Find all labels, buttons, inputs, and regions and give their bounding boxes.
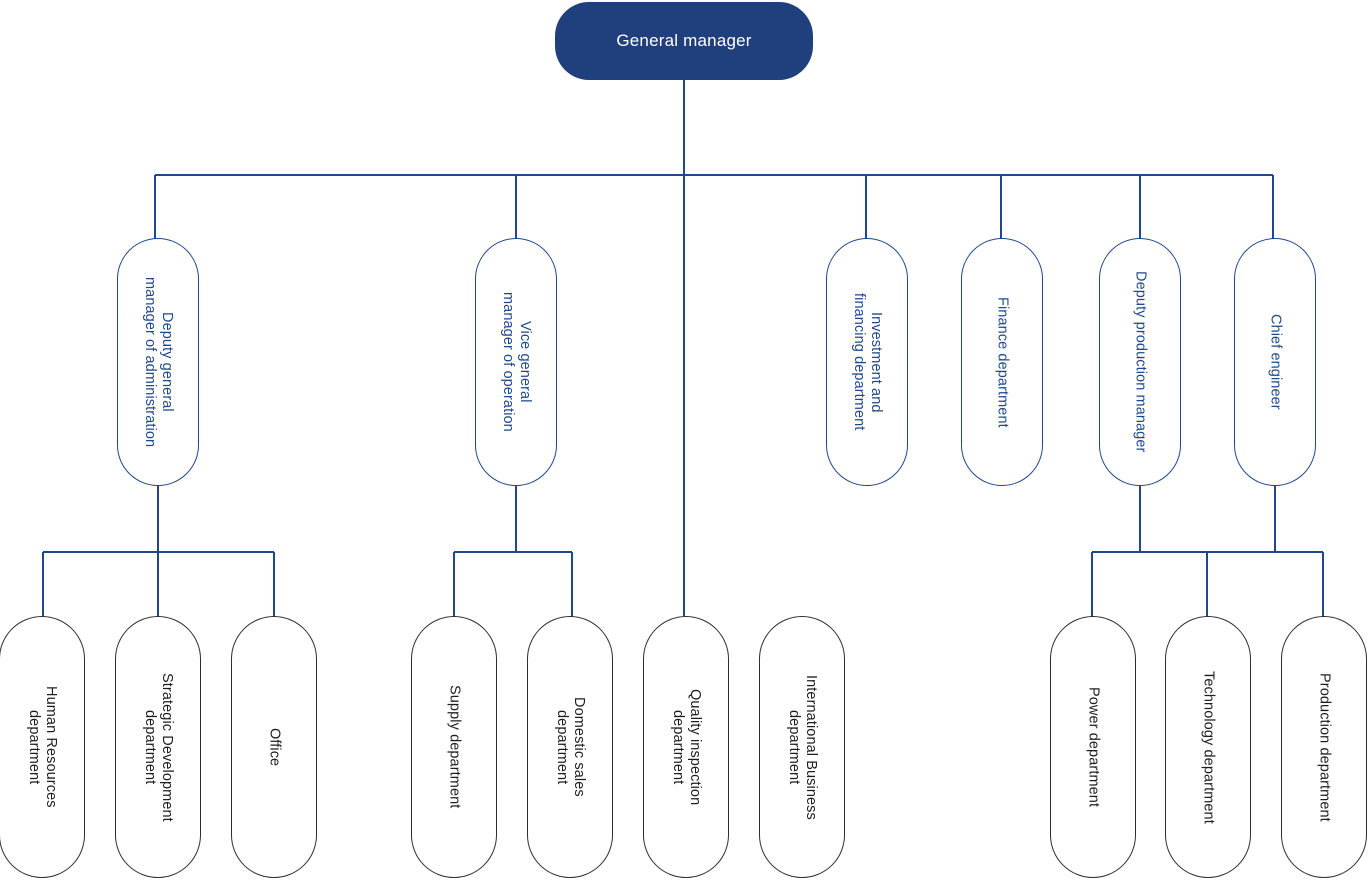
org-node-chief-engineer[interactable]: Chief engineer: [1234, 238, 1316, 486]
org-node-domestic-sales-department[interactable]: Domestic sales department: [527, 616, 613, 878]
org-node-deputy-general-manager-of-administration[interactable]: Deputy general manager of administration: [117, 238, 199, 486]
org-node-power-department[interactable]: Power department: [1050, 616, 1136, 878]
org-node-office[interactable]: Office: [231, 616, 317, 878]
org-node-finance-department[interactable]: Finance department: [961, 238, 1043, 486]
org-node-label-deputy-general-manager-of-administration: Deputy general manager of administration: [142, 276, 176, 448]
org-node-label-general-manager: General manager: [616, 30, 752, 50]
org-node-label-deputy-production-manager: Deputy production manager: [1132, 271, 1149, 453]
org-node-label-power-department: Power department: [1085, 686, 1102, 808]
org-node-label-finance-department: Finance department: [994, 296, 1011, 428]
org-node-strategic-development-department[interactable]: Strategic Development department: [115, 616, 201, 878]
org-node-technology-department[interactable]: Technology department: [1165, 616, 1251, 878]
org-node-label-international-business-department: International Business department: [786, 674, 820, 820]
org-node-label-domestic-sales-department: Domestic sales department: [554, 697, 588, 797]
org-node-label-production-department: Production department: [1316, 672, 1333, 822]
org-node-supply-department[interactable]: Supply department: [411, 616, 497, 878]
org-node-quality-inspection-department[interactable]: Quality inspection department: [643, 616, 729, 878]
org-node-label-strategic-development-department: Strategic Development department: [142, 672, 176, 822]
org-node-label-vice-general-manager-of-operation: Vice general manager of operation: [500, 292, 534, 432]
org-node-label-supply-department: Supply department: [446, 685, 463, 809]
org-node-international-business-department[interactable]: International Business department: [759, 616, 845, 878]
org-node-general-manager[interactable]: General manager: [555, 2, 813, 80]
org-node-production-department[interactable]: Production department: [1281, 616, 1367, 878]
org-node-label-office: Office: [266, 727, 283, 767]
org-node-vice-general-manager-of-operation[interactable]: Vice general manager of operation: [475, 238, 557, 486]
org-node-label-investment-and-financing-department: Investment and financing department: [851, 293, 885, 431]
org-node-label-quality-inspection-department: Quality inspection department: [670, 688, 704, 806]
org-node-label-technology-department: Technology department: [1200, 670, 1217, 824]
org-node-human-resources-department[interactable]: Human Resources department: [0, 616, 85, 878]
org-node-investment-and-financing-department[interactable]: Investment and financing department: [826, 238, 908, 486]
org-node-label-human-resources-department: Human Resources department: [26, 686, 60, 808]
org-node-deputy-production-manager[interactable]: Deputy production manager: [1099, 238, 1181, 486]
org-node-label-chief-engineer: Chief engineer: [1267, 314, 1284, 410]
